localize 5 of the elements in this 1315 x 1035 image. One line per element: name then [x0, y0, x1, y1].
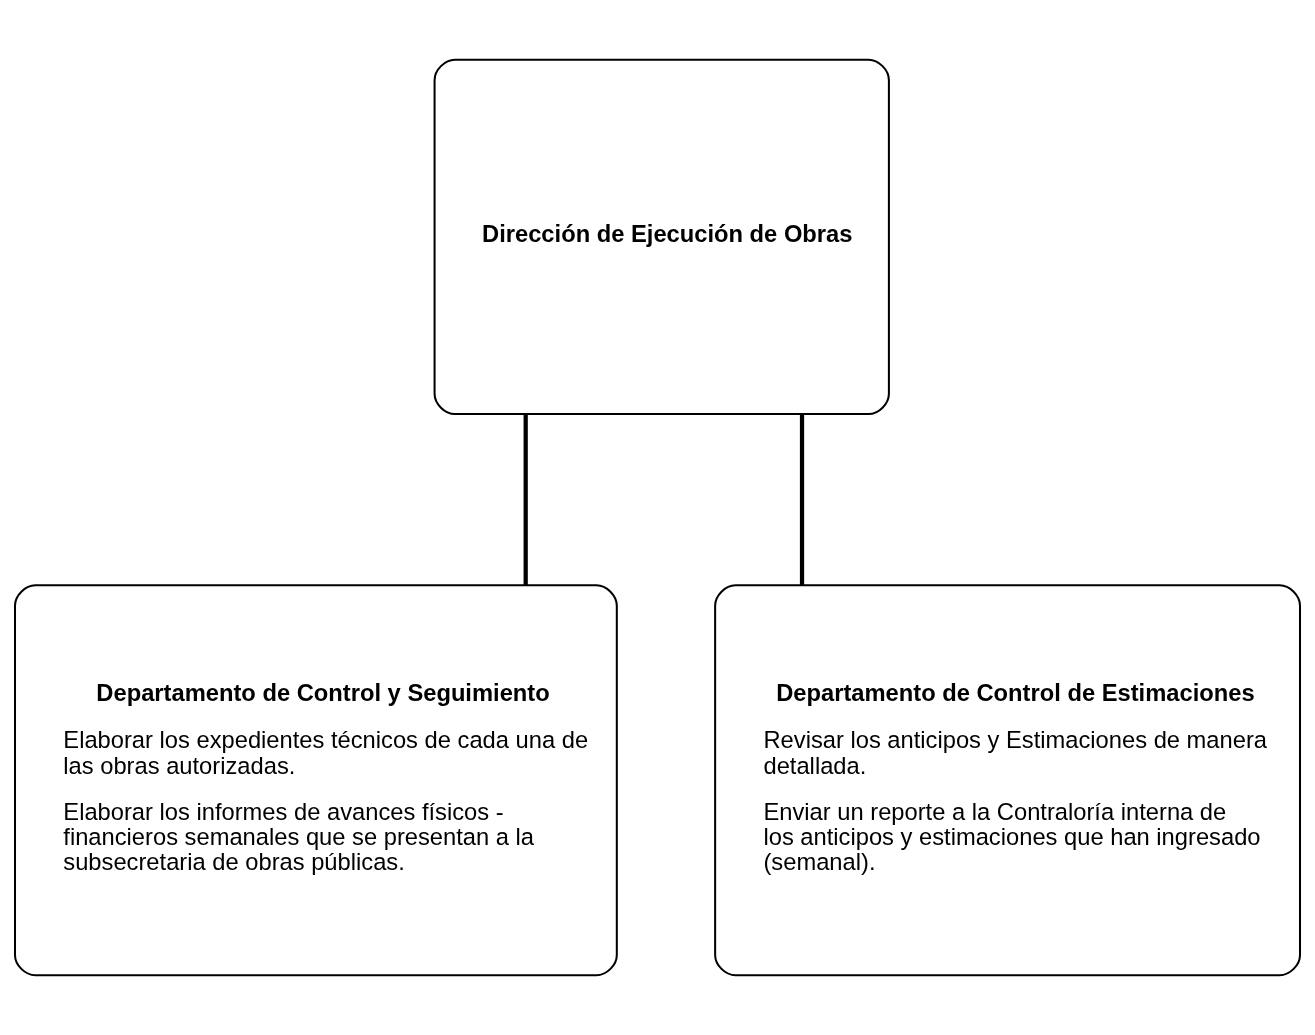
node-box: Dirección de Ejecución de Obras — [433, 58, 890, 416]
node-box: Departamento de Control y Seguimiento Elaborar los expedientes técnicos de cada una de las obras autorizadas. Elaborar los informes de avances físicos - financieros semanales que se presentan a la subsecretaria de obras públicas. — [14, 584, 618, 977]
connector — [523, 414, 528, 586]
connector — [799, 414, 805, 586]
node-box: Departamento de Control de Estimaciones Revisar los anticipos y Estimaciones de manera detallada. Enviar un reporte a la Contraloría interna de los anticipos y estimaciones que han ingresado (semanal). — [714, 584, 1301, 977]
